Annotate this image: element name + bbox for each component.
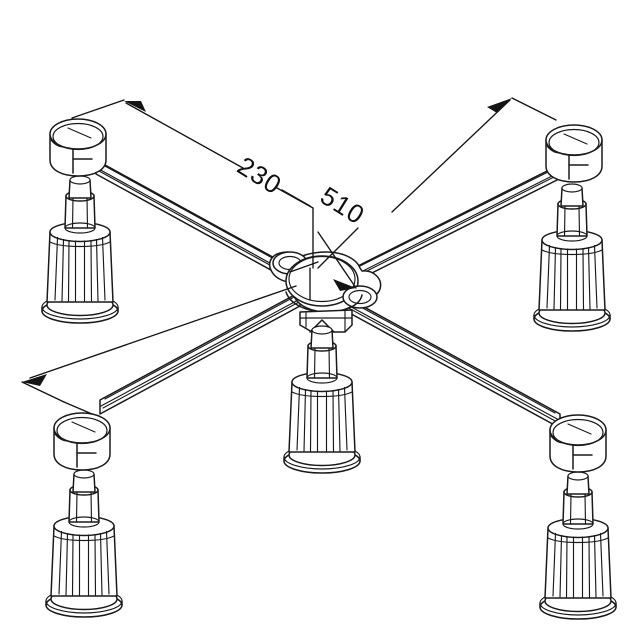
arm-bottom-left — [99, 291, 301, 415]
centre-hub — [268, 251, 382, 333]
dimension-230 — [71, 99, 319, 301]
dimension-label-230: 230 — [232, 150, 287, 200]
foot-top-left — [41, 118, 119, 324]
foot-bottom-left — [45, 412, 123, 618]
cap-bottom-right — [549, 414, 607, 473]
arm-top-left — [95, 159, 301, 287]
cap-top-left — [49, 118, 107, 177]
foot-top-right — [533, 124, 611, 332]
dimension-510 — [21, 97, 557, 415]
foot-bottom-right — [539, 414, 617, 620]
arm-top-right — [339, 164, 560, 290]
arm-bottom-right — [343, 295, 561, 429]
dimension-label-510: 510 — [315, 180, 370, 230]
foot-centre — [283, 325, 361, 474]
cap-top-right — [545, 124, 603, 183]
cap-bottom-left — [53, 412, 111, 471]
